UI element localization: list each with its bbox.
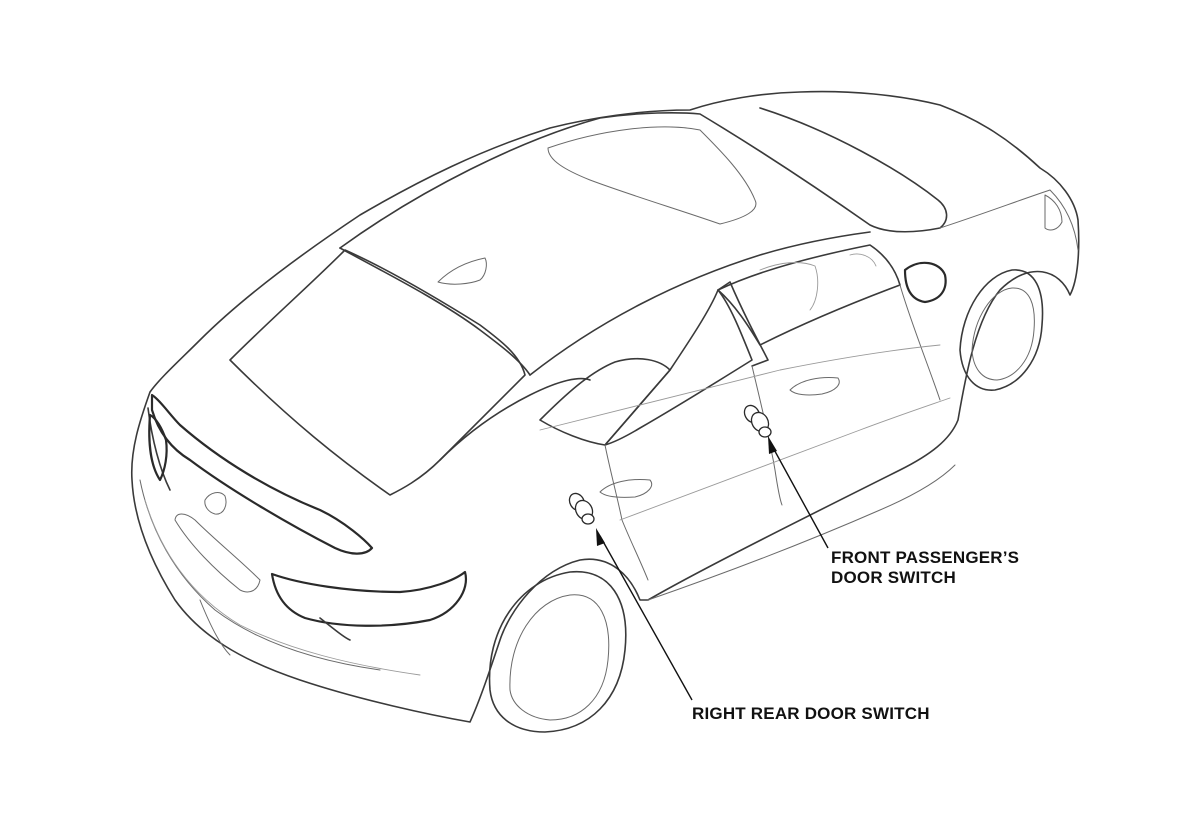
right-rear-door-switch-marker	[568, 492, 595, 525]
right-rear-door-switch-label: RIGHT REAR DOOR SWITCH	[692, 704, 930, 724]
front-passenger-label-line2: DOOR SWITCH	[831, 568, 956, 587]
front-passenger-leader-line	[768, 436, 829, 549]
right-rear-label-line1: RIGHT REAR DOOR SWITCH	[692, 704, 930, 723]
front-passenger-door-switch-marker	[743, 404, 772, 438]
front-passenger-door-switch-label: FRONT PASSENGER’S DOOR SWITCH	[831, 548, 1019, 588]
car-body	[130, 90, 1080, 733]
front-passenger-label-line1: FRONT PASSENGER’S	[831, 548, 1020, 567]
right-rear-leader-line	[596, 528, 693, 701]
